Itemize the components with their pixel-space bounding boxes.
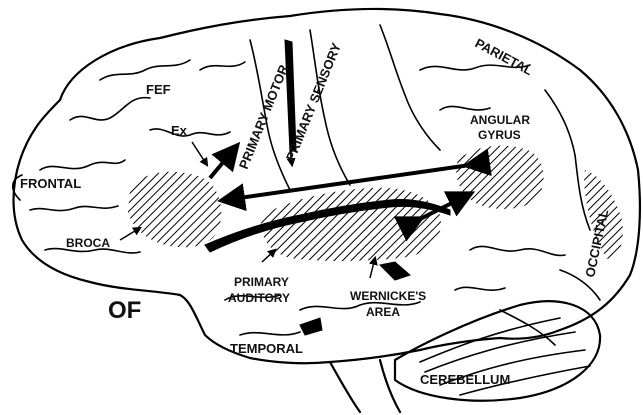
label-auditory: AUDITORY bbox=[228, 291, 290, 305]
label-primary: PRIMARY bbox=[234, 275, 289, 289]
label-area: AREA bbox=[366, 305, 400, 319]
label-temporal: TEMPORAL bbox=[230, 341, 303, 356]
label-parietal: PARIETAL bbox=[473, 35, 536, 78]
label-gyrus: GYRUS bbox=[478, 128, 521, 142]
label-broca: BROCA bbox=[66, 236, 110, 250]
label-angular: ANGULAR bbox=[470, 113, 530, 127]
label-frontal: FRONTAL bbox=[20, 176, 81, 191]
arrow-auditory-pointer bbox=[262, 250, 275, 262]
temporal-notch bbox=[380, 262, 410, 280]
broca-area-hatch bbox=[128, 172, 221, 248]
temporal-sulcus bbox=[300, 318, 322, 335]
label-wernicke: WERNICKE'S bbox=[350, 289, 426, 303]
label-fef: FEF bbox=[146, 82, 171, 97]
brainstem bbox=[330, 360, 400, 412]
label-cerebellum: CEREBELLUM bbox=[420, 372, 510, 387]
arrow-wernicke-pointer bbox=[370, 258, 375, 278]
label-ex: Ex bbox=[171, 123, 188, 138]
angular-gyrus-hatch bbox=[456, 146, 543, 209]
label-of: OF bbox=[108, 297, 141, 324]
arrow-broca-motor bbox=[210, 148, 235, 178]
arrow-broca-pointer bbox=[120, 228, 140, 240]
arrow-ex-pointer bbox=[192, 142, 207, 165]
